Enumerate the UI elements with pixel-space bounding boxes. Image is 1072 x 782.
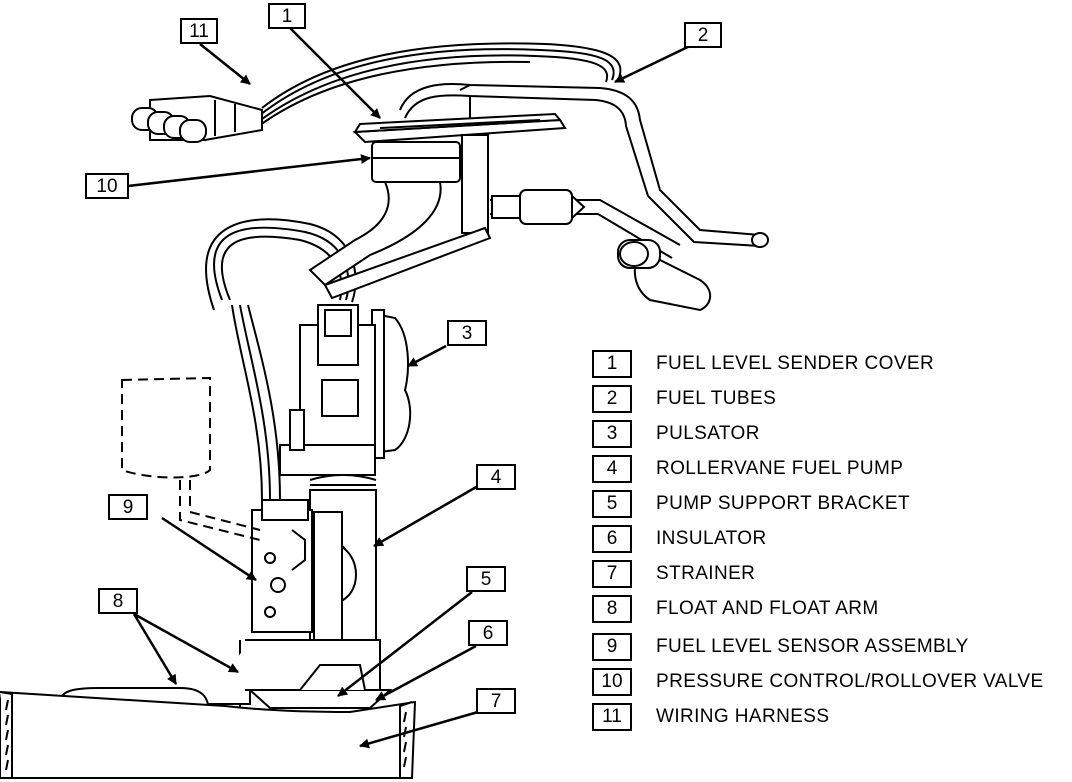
float-arm-dashed — [121, 376, 261, 541]
support-arm — [308, 181, 492, 300]
legend-label: STRAINER — [656, 563, 756, 584]
legend-row-3: 3 PULSATOR — [592, 420, 760, 448]
legend-number: 5 — [592, 490, 632, 518]
callout-7: 7 — [476, 688, 516, 714]
legend-number: 11 — [592, 703, 632, 731]
legend-row-11: 11 WIRING HARNESS — [592, 703, 829, 731]
legend-row-7: 7 STRAINER — [592, 560, 755, 588]
legend-number: 7 — [592, 560, 632, 588]
legend-label: INSULATOR — [656, 528, 767, 549]
strainer — [0, 690, 417, 779]
callout-4: 4 — [476, 464, 516, 490]
callout-3: 3 — [447, 320, 487, 346]
legend-label: ROLLERVANE FUEL PUMP — [656, 458, 904, 479]
legend-label: FLOAT AND FLOAT ARM — [656, 598, 879, 619]
legend-number: 2 — [592, 385, 632, 413]
callout-6: 6 — [468, 620, 508, 646]
leader-arrows — [127, 27, 695, 749]
wiring-connector — [131, 94, 263, 143]
legend-row-5: 5 PUMP SUPPORT BRACKET — [592, 490, 910, 518]
legend-label: FUEL TUBES — [656, 388, 777, 409]
legend-row-8: 8 FLOAT AND FLOAT ARM — [592, 595, 879, 623]
legend-row-9: 9 FUEL LEVEL SENSOR ASSEMBLY — [592, 633, 969, 661]
legend-label: PULSATOR — [656, 423, 760, 444]
legend-row-4: 4 ROLLERVANE FUEL PUMP — [592, 455, 903, 483]
legend-label: WIRING HARNESS — [656, 706, 830, 727]
legend-label: FUEL LEVEL SENSOR ASSEMBLY — [656, 636, 969, 657]
pulsator — [371, 309, 412, 459]
legend-number: 9 — [592, 633, 632, 661]
legend-label: FUEL LEVEL SENDER COVER — [656, 353, 935, 374]
callout-5: 5 — [466, 566, 506, 592]
legend-number: 3 — [592, 420, 632, 448]
legend-number: 6 — [592, 525, 632, 553]
callout-2: 2 — [684, 22, 722, 48]
legend-number: 4 — [592, 455, 632, 483]
legend-number: 10 — [592, 668, 632, 696]
pump-bracket-upper — [279, 304, 376, 476]
legend-label: PUMP SUPPORT BRACKET — [656, 493, 911, 514]
pressure-control-valve — [371, 134, 489, 234]
legend-row-6: 6 INSULATOR — [592, 525, 767, 553]
callout-10: 10 — [85, 173, 129, 199]
wiring-harness — [205, 42, 622, 501]
callout-9: 9 — [108, 494, 148, 520]
legend-row-2: 2 FUEL TUBES — [592, 385, 776, 413]
legend-number: 8 — [592, 595, 632, 623]
sensor-assembly — [251, 499, 313, 633]
legend-row-10: 10 PRESSURE CONTROL/ROLLOVER VALVE — [592, 668, 1044, 696]
callout-1: 1 — [268, 3, 306, 29]
legend-label: PRESSURE CONTROL/ROLLOVER VALVE — [656, 671, 1044, 692]
legend-row-1: 1 FUEL LEVEL SENDER COVER — [592, 350, 934, 378]
insulator-and-bracket — [245, 639, 393, 709]
callout-11: 11 — [180, 18, 218, 44]
fuel-tubes — [399, 83, 769, 312]
legend-number: 1 — [592, 350, 632, 378]
callout-8: 8 — [98, 588, 138, 614]
sender-cover — [352, 112, 567, 144]
